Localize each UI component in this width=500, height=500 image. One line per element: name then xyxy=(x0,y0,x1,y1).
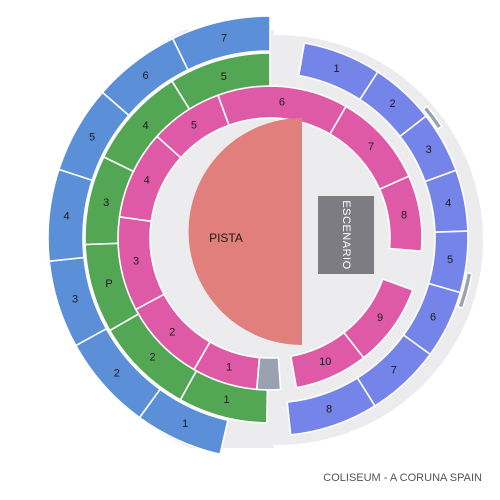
stage-label: ESCENARIO xyxy=(340,200,352,269)
stage-block xyxy=(318,196,374,274)
venue-caption: COLISEUM - A CORUNA SPAIN xyxy=(323,472,482,484)
pink-section-8[interactable] xyxy=(378,175,423,252)
aisle-marker-pista xyxy=(256,356,282,391)
right-section-5[interactable] xyxy=(427,230,469,294)
pista-label: PISTA xyxy=(209,231,243,245)
right-section-8[interactable] xyxy=(286,377,376,436)
pink-section-10[interactable] xyxy=(290,331,365,389)
pista-floor[interactable] xyxy=(188,118,302,345)
aisle-marker-lower xyxy=(457,271,473,309)
aisle-markers xyxy=(256,105,473,391)
aisle-marker-upper xyxy=(422,105,443,130)
outer-section-7[interactable] xyxy=(171,15,271,71)
